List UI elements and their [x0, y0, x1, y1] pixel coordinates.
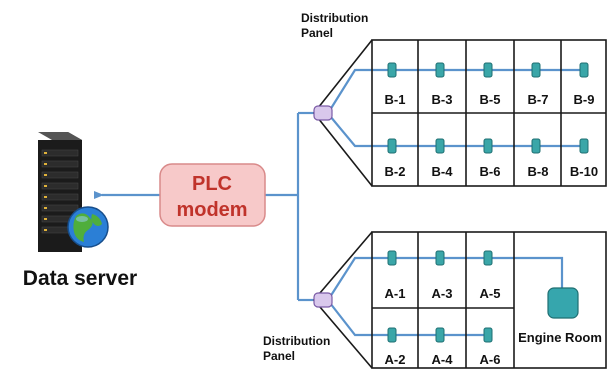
server-slot — [41, 182, 79, 190]
server-led — [44, 163, 47, 165]
server-led — [44, 174, 47, 176]
engine-room-label: Engine Room — [518, 330, 602, 345]
outlet-node — [531, 138, 541, 154]
server-led — [44, 152, 47, 154]
outlet-node — [387, 62, 397, 78]
server-slot — [41, 204, 79, 212]
outlet-node — [483, 138, 493, 154]
modem-label-line2: modem — [176, 199, 247, 221]
room-label: B-1 — [385, 92, 406, 107]
room-label: A-5 — [480, 286, 501, 301]
server-led — [44, 229, 47, 231]
room-label: B-8 — [528, 164, 549, 179]
server-led — [44, 207, 47, 209]
outlet-node — [531, 62, 541, 78]
server-led — [44, 185, 47, 187]
room-label: B-3 — [432, 92, 453, 107]
room-label: B-9 — [574, 92, 595, 107]
outlet-node — [387, 327, 397, 343]
outlet-node — [435, 327, 445, 343]
top-panel-outline — [312, 39, 607, 187]
wiring — [94, 68, 588, 337]
top-room-labels-row2: B-2 B-4 B-6 B-8 B-10 — [385, 164, 599, 179]
server-slot — [41, 171, 79, 179]
bottom-panel-label-line2: Panel — [263, 349, 295, 363]
outlet-node — [387, 250, 397, 266]
server-icon — [38, 132, 109, 252]
top-room-labels-row1: B-1 B-3 B-5 B-7 B-9 — [385, 92, 595, 107]
bottom-panel-nodes — [387, 250, 493, 343]
outlet-node — [435, 62, 445, 78]
room-label: A-1 — [385, 286, 406, 301]
top-panel-label-line2: Panel — [301, 26, 333, 40]
outlet-node — [483, 250, 493, 266]
server-slot — [41, 160, 79, 168]
room-label: B-2 — [385, 164, 406, 179]
top-junction-box — [313, 105, 333, 121]
room-label: B-7 — [528, 92, 549, 107]
room-label: A-6 — [480, 352, 501, 367]
room-label: B-4 — [432, 164, 454, 179]
outlet-node — [579, 62, 589, 78]
outlet-node — [483, 327, 493, 343]
outlet-node — [483, 62, 493, 78]
outlet-node — [579, 138, 589, 154]
room-label: B-5 — [480, 92, 501, 107]
bottom-junction-box — [313, 292, 333, 308]
server-led — [44, 218, 47, 220]
server-label: Data server — [23, 267, 137, 290]
room-label: A-3 — [432, 286, 453, 301]
outlet-node — [435, 250, 445, 266]
plc-modem: PLC modem — [159, 163, 266, 227]
room-label: B-10 — [570, 164, 598, 179]
bottom-room-labels-row1: A-1 A-3 A-5 — [385, 286, 501, 301]
top-panel-label-line1: Distribution — [301, 11, 368, 25]
outlet-node — [387, 138, 397, 154]
modem-label-line1: PLC — [192, 173, 232, 195]
top-panel-nodes — [387, 62, 589, 154]
room-label: A-2 — [385, 352, 406, 367]
bottom-room-labels-row2: A-2 A-4 A-6 — [385, 352, 501, 367]
bottom-panel-label-line1: Distribution — [263, 334, 330, 348]
engine-room-unit — [547, 287, 579, 319]
room-label: B-6 — [480, 164, 501, 179]
server-slot — [41, 193, 79, 201]
room-label: A-4 — [432, 352, 454, 367]
outlet-node — [435, 138, 445, 154]
server-slot — [41, 149, 79, 157]
server-led — [44, 196, 47, 198]
